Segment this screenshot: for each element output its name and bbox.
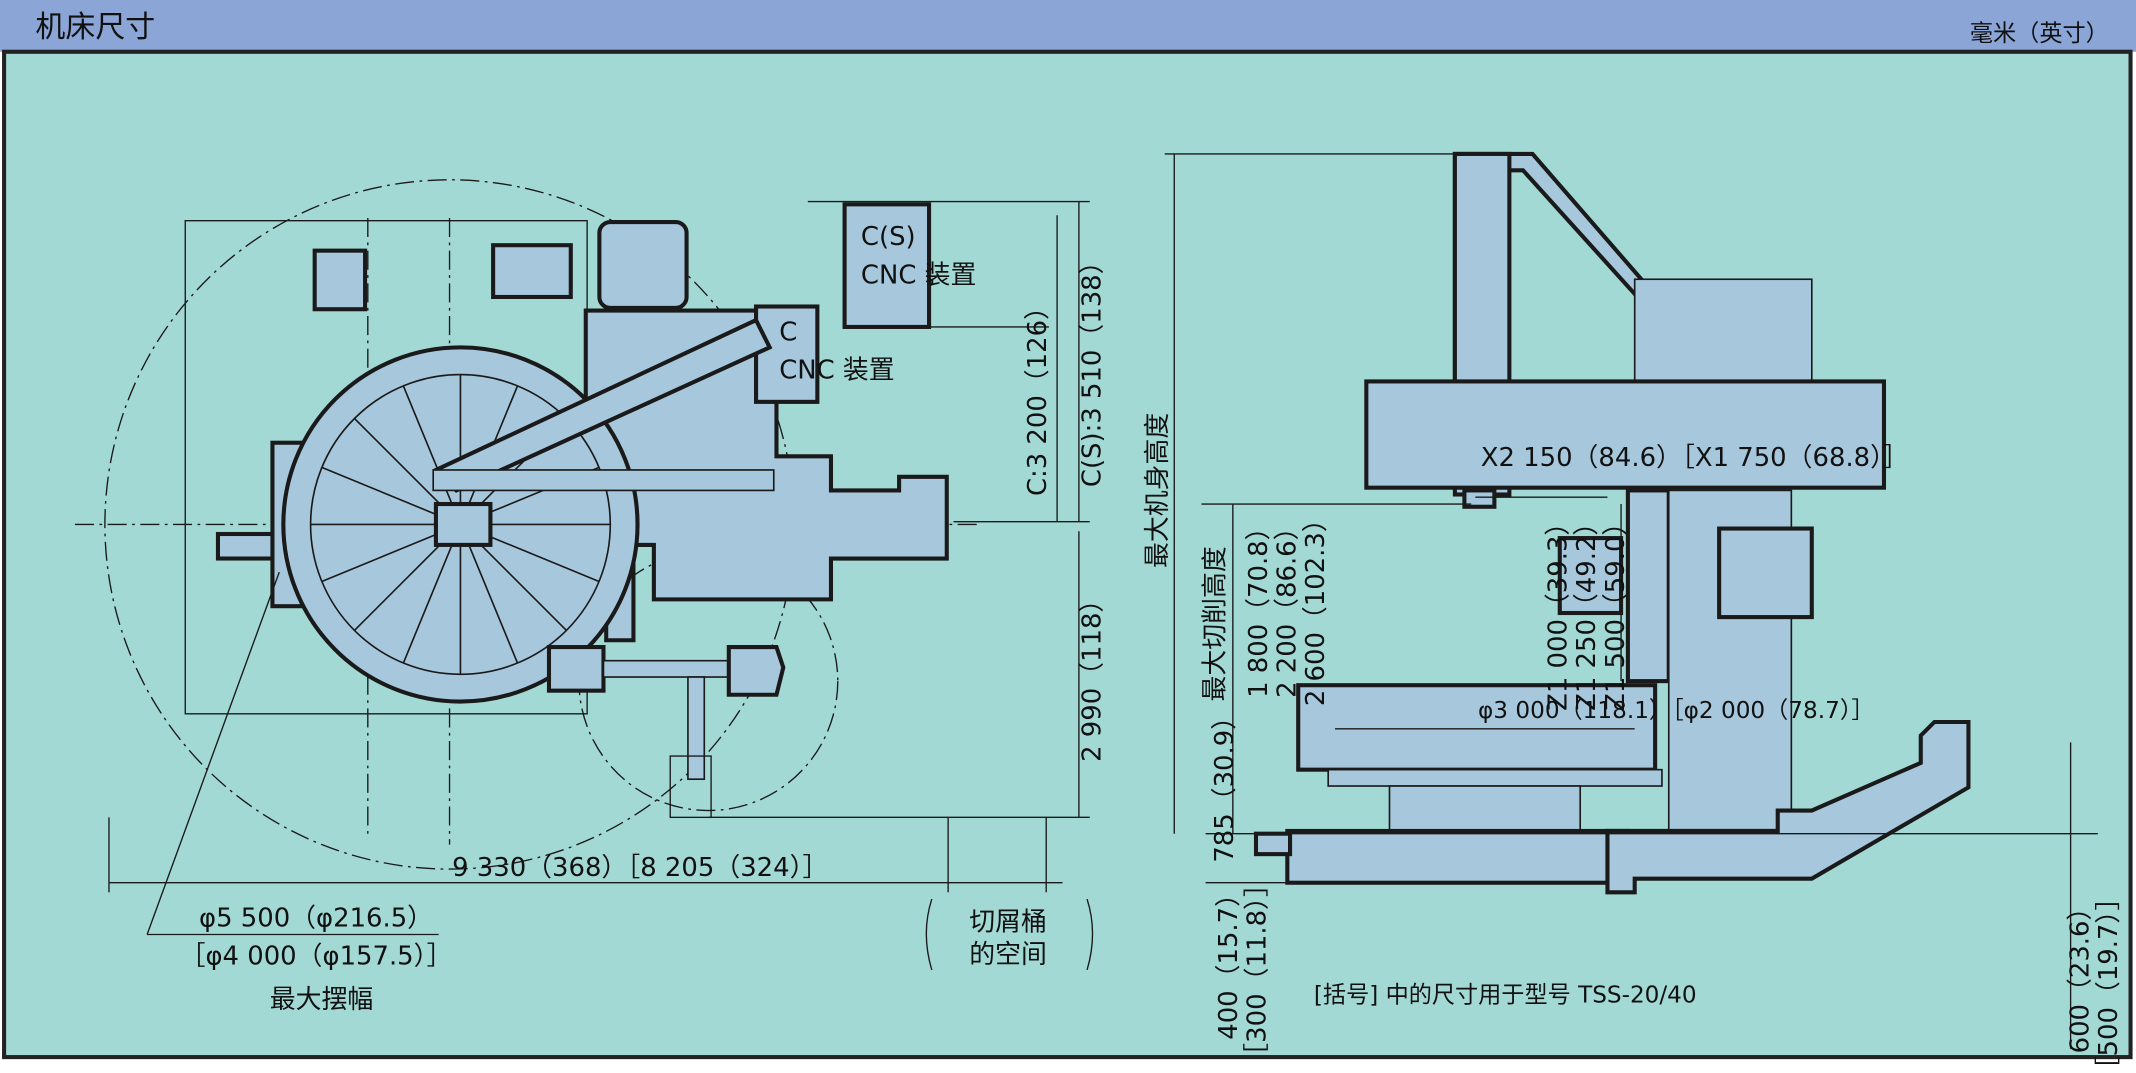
machine-bed <box>1285 828 1630 885</box>
z-stroke-1: Z1 000（39.3） <box>1544 510 1574 711</box>
chip-bin-label-1: 切屑桶 <box>969 907 1047 937</box>
swing-diameter: φ5 500（φ216.5） <box>199 903 433 933</box>
top-view: C:3 200（126） C(S):3 510（138） 2 990（118） … <box>74 179 1108 1015</box>
cut-height-2: 2 200（86.6） <box>1272 514 1302 697</box>
cnc-c-label: C <box>779 318 797 348</box>
table-diameter: φ3 000（118.1）［φ2 000（78.7）］ <box>1478 698 1875 724</box>
cnc-c-device: CNC 装置 <box>779 356 894 386</box>
cnc-unit-c <box>754 304 820 404</box>
chip-bin-label-2: 的空间 <box>969 940 1047 970</box>
cut-height-3: 2 600（102.3） <box>1301 506 1331 706</box>
chip-conveyor-end <box>726 645 786 697</box>
dim-cs-depth: C(S):3 510（138） <box>1078 248 1108 487</box>
table-height: 785（30.9） <box>1210 704 1240 863</box>
dim-c-depth: C:3 200（126） <box>1023 294 1053 496</box>
conveyor-height-alt: ［500（19.7）］ <box>2094 885 2124 1068</box>
pit-depth-alt: ［300（11.8）］ <box>1243 871 1273 1068</box>
z-stroke-2: Z1 250（49.2） <box>1572 510 1602 711</box>
conveyor-height: 600（23.6） <box>2065 895 2095 1054</box>
swing-diameter-alt: ［φ4 000（φ157.5）］ <box>180 941 453 971</box>
z-stroke-3: Z1 500（59.0） <box>1601 510 1631 711</box>
max-cut-height-label: 最大切削高度 <box>1200 546 1230 701</box>
x-stroke: X2 150（84.6）［X1 750（68.8）］ <box>1481 443 1909 473</box>
cut-height-1: 1 800（70.8） <box>1244 514 1274 697</box>
crossrail <box>1364 379 1887 490</box>
page-title: 机床尺寸 <box>35 10 155 45</box>
units-label: 毫米（英寸） <box>1970 21 2109 47</box>
bracket-note: [括号] 中的尺寸用于型号 TSS-20/40 <box>1314 983 1697 1009</box>
chip-conveyor <box>1605 719 1971 895</box>
pit-depth: 400（15.7） <box>1214 881 1244 1040</box>
max-body-height-label: 最大机身高度 <box>1143 413 1173 568</box>
cnc-s-device: CNC 装置 <box>861 260 976 290</box>
control-box <box>491 243 573 300</box>
cnc-s-label: C(S) <box>861 222 916 252</box>
header-bar <box>0 0 2136 52</box>
dim-front-depth: 2 990（118） <box>1078 587 1108 762</box>
swing-label: 最大摆幅 <box>270 985 374 1015</box>
side-view: 最大机身高度 最大切削高度 1 800（70.8） 2 200（86.6） 2 … <box>1143 151 2124 1073</box>
dim-overall-width: 9 330（368）［8 205（324）］ <box>452 853 828 883</box>
hydraulic-unit <box>1717 526 1814 620</box>
operator-pendant <box>597 220 689 310</box>
cnc-unit-s <box>842 202 932 329</box>
transformer-box <box>312 248 368 312</box>
